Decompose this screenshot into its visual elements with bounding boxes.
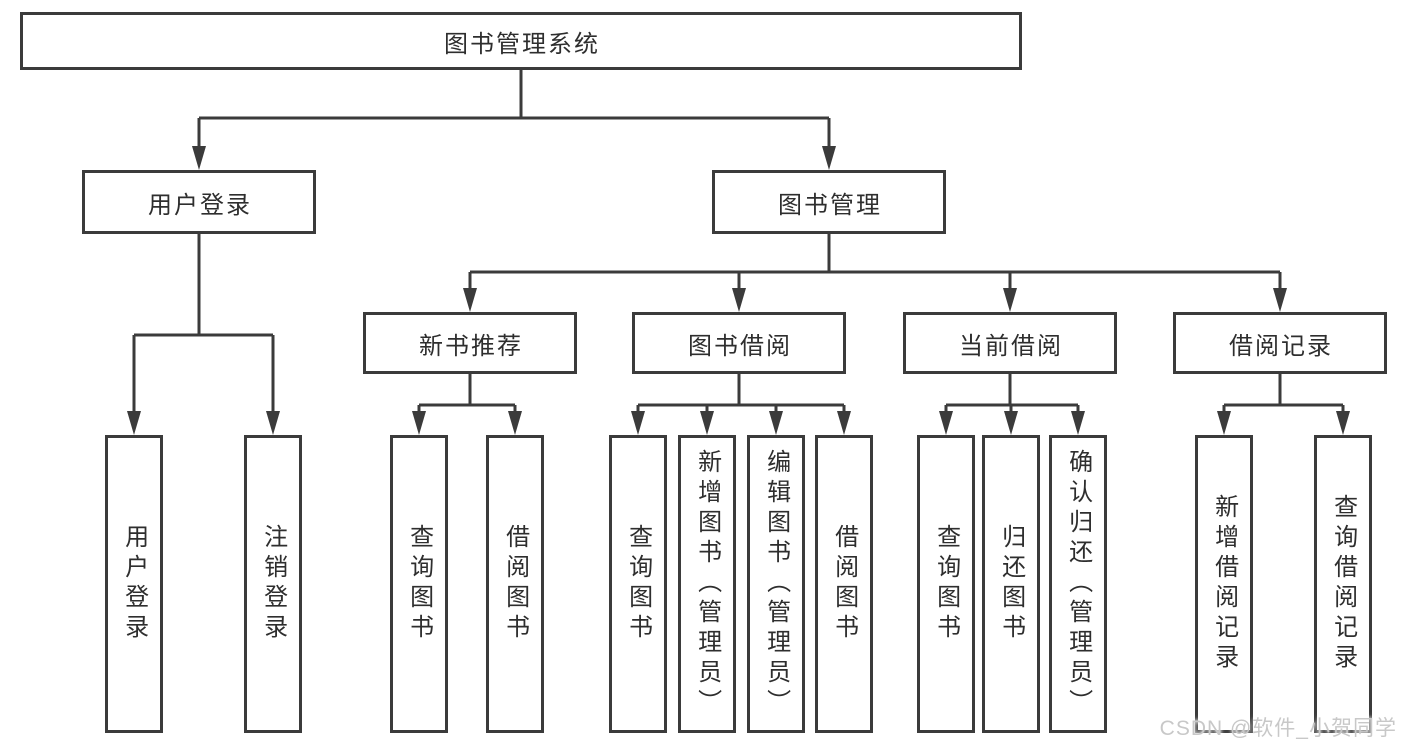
node-leaf-edit-books-admin: 编辑图书（管理员） <box>747 435 805 733</box>
node-root-system: 图书管理系统 <box>20 12 1022 70</box>
arrow-down-icon <box>127 411 141 435</box>
arrow-down-icon <box>1336 411 1350 435</box>
connector-current-borrow-children <box>939 374 1085 435</box>
connector-borrow-records-children <box>1217 374 1350 435</box>
node-leaf-borrow-books-1: 借阅图书 <box>486 435 544 733</box>
node-label: 新书推荐 <box>419 332 523 360</box>
arrow-down-icon <box>631 411 645 435</box>
arrow-down-icon <box>412 411 426 435</box>
node-leaf-confirm-return-admin: 确认归还（管理员） <box>1049 435 1107 733</box>
node-label: 注销登录 <box>259 524 287 644</box>
node-borrowing-records: 借阅记录 <box>1173 312 1387 374</box>
arrow-down-icon <box>837 411 851 435</box>
node-leaf-query-books-1: 查询图书 <box>390 435 448 733</box>
node-label: 确认归还（管理员） <box>1064 449 1092 719</box>
node-label: 借阅图书 <box>830 524 858 644</box>
node-current-borrowing: 当前借阅 <box>903 312 1117 374</box>
arrow-down-icon <box>1217 411 1231 435</box>
node-label: 查询借阅记录 <box>1329 494 1357 674</box>
node-label: 图书管理系统 <box>444 30 600 58</box>
csdn-watermark: CSDN @软件_小贺同学 <box>1159 717 1397 740</box>
node-label: 归还图书 <box>997 524 1025 644</box>
arrow-down-icon <box>700 411 714 435</box>
arrow-down-icon <box>1071 411 1085 435</box>
node-leaf-return-books: 归还图书 <box>982 435 1040 733</box>
node-leaf-add-borrow-record: 新增借阅记录 <box>1195 435 1253 733</box>
arrow-down-icon <box>1004 411 1018 435</box>
node-leaf-logout: 注销登录 <box>244 435 302 733</box>
node-new-book-recommend: 新书推荐 <box>363 312 577 374</box>
arrow-down-icon <box>508 411 522 435</box>
node-user-login-module: 用户登录 <box>82 170 316 234</box>
node-label: 用户登录 <box>120 524 148 644</box>
arrow-down-icon <box>266 411 280 435</box>
arrow-down-icon <box>192 146 206 170</box>
node-label: 图书管理 <box>778 191 882 219</box>
connector-root-to-level2 <box>192 69 836 170</box>
node-label: 编辑图书（管理员） <box>762 449 790 719</box>
node-label: 查询图书 <box>624 524 652 644</box>
arrow-down-icon <box>732 288 746 312</box>
node-label: 新增借阅记录 <box>1210 494 1238 674</box>
node-label: 当前借阅 <box>959 332 1063 360</box>
node-leaf-query-books-3: 查询图书 <box>917 435 975 733</box>
node-book-management: 图书管理 <box>712 170 946 234</box>
node-leaf-query-borrow-record: 查询借阅记录 <box>1314 435 1372 733</box>
node-label: 用户登录 <box>148 191 252 219</box>
node-label: 查询图书 <box>405 524 433 644</box>
connector-book-mgmt-level3 <box>463 234 1287 312</box>
node-leaf-borrow-books-2: 借阅图书 <box>815 435 873 733</box>
connector-book-borrow-children <box>631 374 851 435</box>
node-label: 借阅记录 <box>1229 332 1333 360</box>
node-label: 借阅图书 <box>501 524 529 644</box>
node-leaf-query-books-2: 查询图书 <box>609 435 667 733</box>
node-book-borrowing: 图书借阅 <box>632 312 846 374</box>
arrow-down-icon <box>822 146 836 170</box>
arrow-down-icon <box>463 288 477 312</box>
arrow-down-icon <box>769 411 783 435</box>
node-leaf-add-books-admin: 新增图书（管理员） <box>678 435 736 733</box>
connector-new-book-children <box>412 374 522 435</box>
node-label: 图书借阅 <box>688 332 792 360</box>
arrow-down-icon <box>1273 288 1287 312</box>
arrow-down-icon <box>939 411 953 435</box>
connector-user-login-children <box>127 234 280 435</box>
arrow-down-icon <box>1003 288 1017 312</box>
node-label: 新增图书（管理员） <box>693 449 721 719</box>
node-label: 查询图书 <box>932 524 960 644</box>
node-leaf-user-login: 用户登录 <box>105 435 163 733</box>
